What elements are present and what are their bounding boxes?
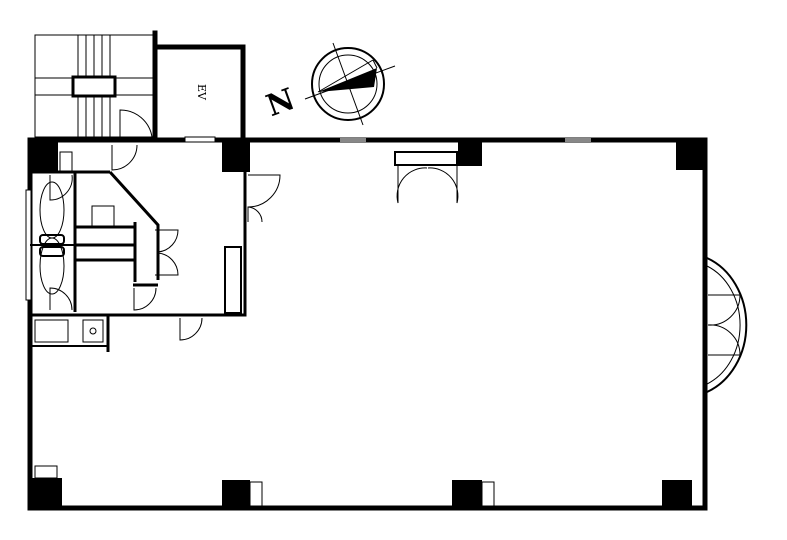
toilet-icon bbox=[39, 181, 65, 239]
bay-window bbox=[706, 257, 748, 393]
north-label: N bbox=[262, 82, 300, 124]
window bbox=[184, 136, 216, 143]
window bbox=[340, 138, 366, 142]
columns bbox=[28, 138, 706, 510]
elevator-label: EV bbox=[195, 84, 208, 101]
window bbox=[565, 138, 591, 142]
staircase bbox=[34, 30, 158, 143]
north-arrow-icon: N bbox=[262, 42, 396, 126]
stove-icon bbox=[82, 319, 104, 343]
sink-icon bbox=[34, 319, 69, 343]
door-swing bbox=[119, 109, 153, 138]
elevator-shaft: EV bbox=[119, 44, 246, 143]
toilet-icon bbox=[39, 237, 65, 295]
doors bbox=[49, 144, 459, 341]
core-rooms bbox=[30, 140, 247, 352]
